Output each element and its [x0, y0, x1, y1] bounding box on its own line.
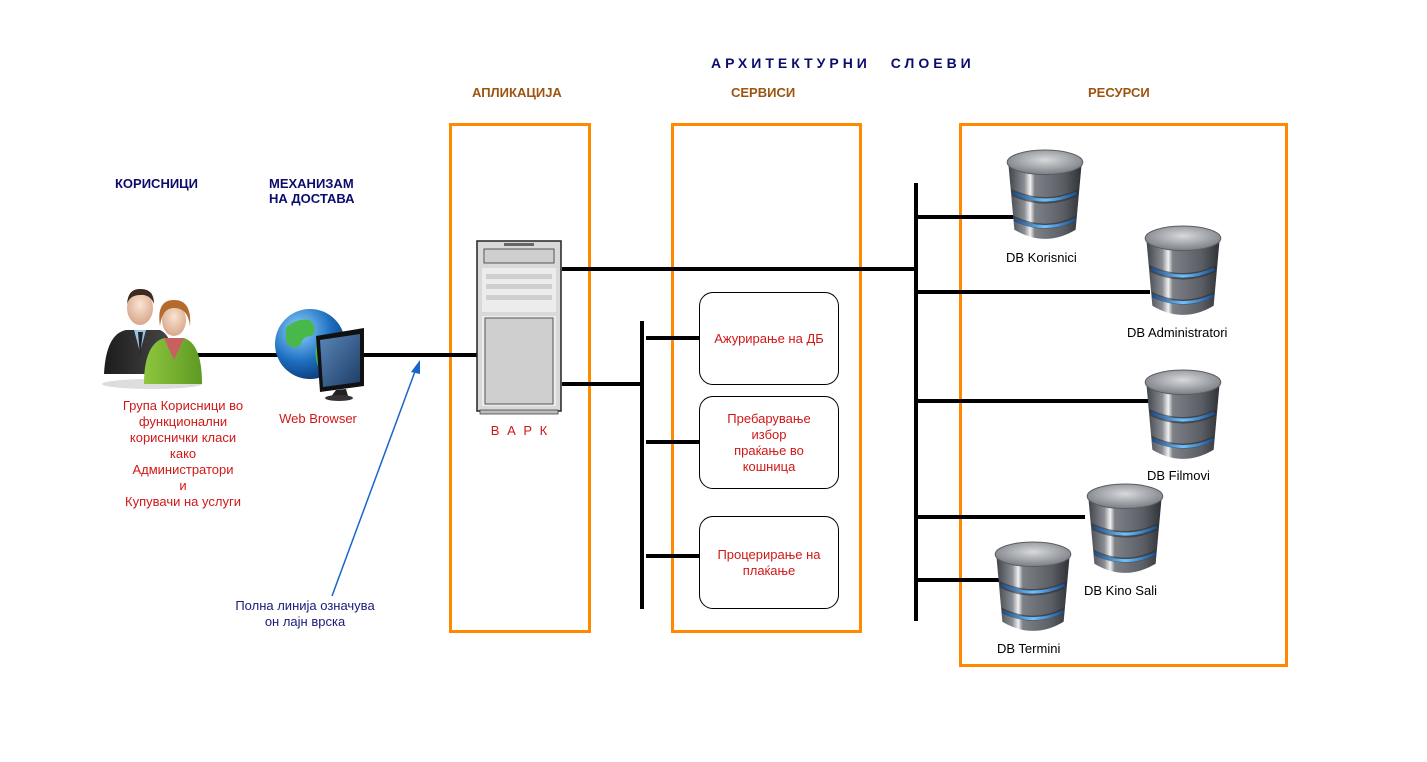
layer-header-application: АПЛИКАЦИЈА	[472, 85, 562, 100]
database-icon	[1005, 148, 1085, 241]
users-description: Група Корисници во функционални кориснич…	[90, 398, 276, 510]
server-icon	[476, 240, 562, 415]
annotation-arrow	[331, 360, 420, 597]
users-desc-line: како	[169, 446, 197, 461]
db-label-termini: DB Termini	[997, 641, 1061, 656]
layer-header-resources: РЕСУРСИ	[1088, 85, 1150, 100]
resources-layer-box	[959, 123, 1288, 667]
browser-label: Web Browser	[279, 411, 357, 426]
online-link-annotation: Полна линија означува он лајн врска	[222, 598, 388, 630]
db-label-kino-sali: DB Kino Sali	[1084, 583, 1157, 598]
annotation-line: Полна линија означува	[235, 598, 375, 613]
column-header-delivery-line1: МЕХАНИЗАМ	[269, 176, 354, 191]
service-label-line: избор	[751, 426, 787, 442]
service-label-line: праќање во	[734, 442, 804, 458]
service-label-line: Процерирање на	[717, 546, 821, 562]
service-label: Ажурирање на ДБ	[714, 331, 824, 347]
service-update-db[interactable]: Ажурирање на ДБ	[699, 292, 839, 385]
database-icon	[1085, 482, 1165, 575]
users-desc-line: кориснички класи	[129, 430, 237, 445]
db-label-filmovi: DB Filmovi	[1147, 468, 1210, 483]
db-label-administratori: DB Administratori	[1127, 325, 1228, 340]
diagram-title: АРХИТЕКТУРНИ СЛОЕВИ	[711, 55, 975, 71]
database-icon	[1143, 224, 1223, 317]
web-browser-icon	[275, 309, 364, 401]
service-label-line: Пребарување	[727, 410, 811, 426]
service-search-cart[interactable]: Пребарување избор праќање во кошница	[699, 396, 839, 489]
column-header-users: КОРИСНИЦИ	[115, 176, 199, 191]
application-layer-box	[449, 123, 591, 633]
users-desc-line: Администратори	[132, 462, 234, 477]
server-label: В А Р К	[490, 423, 550, 438]
annotation-line: он лајн врска	[264, 614, 346, 629]
service-payment-processing[interactable]: Процерирање на плаќање	[699, 516, 839, 609]
users-group-icon	[102, 288, 202, 389]
column-header-delivery-line2: НА ДОСТАВА	[269, 191, 355, 206]
database-icon	[1143, 368, 1223, 461]
database-icon	[993, 540, 1073, 633]
users-desc-line: функционални	[138, 414, 228, 429]
users-desc-line: Група Корисници во	[122, 398, 244, 413]
column-header-delivery: МЕХАНИЗАМ НА ДОСТАВА	[269, 176, 354, 206]
service-label: Пребарување избор праќање во кошница	[727, 411, 810, 475]
service-label-line: плаќање	[742, 562, 796, 578]
services-layer-box	[671, 123, 862, 633]
service-label-line: кошница	[742, 458, 796, 474]
users-desc-line: Купувачи на услуги	[125, 494, 241, 509]
db-label-korisnici: DB Korisnici	[1006, 250, 1077, 265]
service-label-line: Ажурирање на ДБ	[714, 330, 824, 346]
layer-header-services: СЕРВИСИ	[731, 85, 796, 100]
service-label: Процерирање на плаќање	[717, 547, 820, 579]
users-desc-line: и	[179, 478, 187, 493]
